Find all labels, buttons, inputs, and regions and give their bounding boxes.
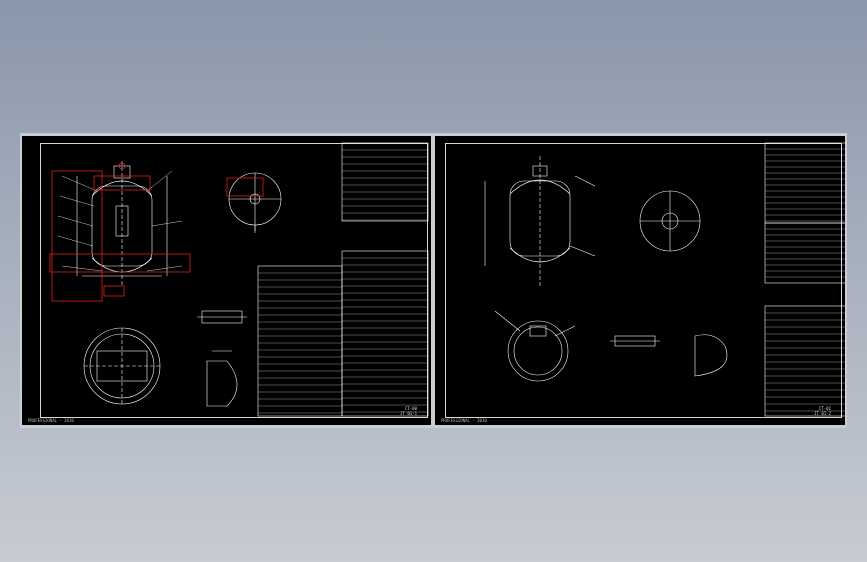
left-sheet-drawing bbox=[49, 142, 429, 417]
section-view-circle bbox=[507, 320, 569, 382]
title-block-code: CT-00 bbox=[404, 406, 417, 411]
drawing-viewport[interactable]: PROFESSIONAL · 2010 CT-00 JT 01-1 bbox=[20, 133, 847, 428]
parts-table bbox=[257, 142, 429, 417]
left-drawing-sheet[interactable]: PROFESSIONAL · 2010 CT-00 JT 01-1 bbox=[22, 136, 431, 425]
footer-note: PROFESSIONAL · 2010 bbox=[28, 418, 74, 423]
sheet-border bbox=[40, 143, 428, 418]
leader-lines bbox=[57, 170, 183, 272]
top-nozzle bbox=[113, 165, 131, 179]
title-block-text: JT 01-1 bbox=[400, 411, 417, 416]
right-drawing-sheet[interactable]: PROFESSIONAL · 2010 CT-01 JT 01-2 bbox=[435, 136, 845, 425]
parts-table bbox=[764, 305, 845, 417]
head-detail bbox=[206, 360, 238, 407]
title-block-text: JT 01-2 bbox=[814, 411, 831, 416]
head-detail bbox=[694, 334, 728, 377]
right-sheet-drawing bbox=[484, 142, 845, 417]
agitator-shaft bbox=[115, 205, 129, 237]
highlighted-elements bbox=[49, 162, 264, 302]
title-block-code: CT-01 bbox=[818, 406, 831, 411]
sheet-border bbox=[445, 143, 842, 418]
footer-note: PROFESSIONAL · 2010 bbox=[441, 418, 487, 423]
